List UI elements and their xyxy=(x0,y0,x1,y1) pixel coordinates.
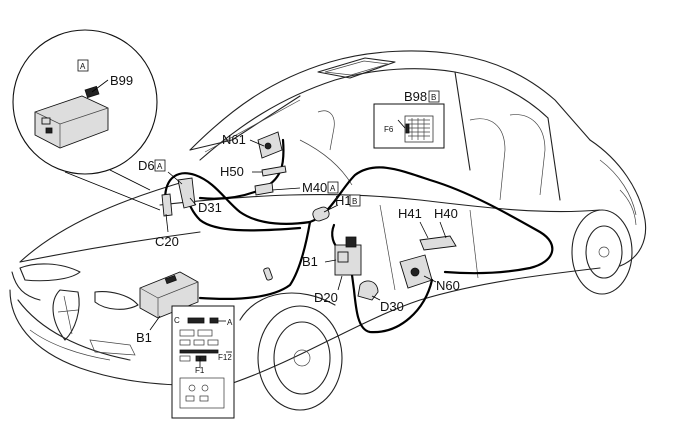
d31-label: D31 xyxy=(198,200,222,215)
h1-tag-box xyxy=(349,194,361,207)
h41-label: H41 xyxy=(398,206,422,221)
b98-tag-box xyxy=(428,90,440,103)
h40-label: H40 xyxy=(434,206,458,221)
b99-label: B99 xyxy=(110,73,133,88)
b98-fuse-box-inset xyxy=(373,103,445,149)
b99-detail-circle xyxy=(12,29,161,211)
h50-label: H50 xyxy=(220,164,244,179)
c20-component xyxy=(161,193,173,217)
n60-component xyxy=(399,254,433,289)
d31-connector xyxy=(177,177,196,209)
engine-fuse-box-inset xyxy=(171,305,235,419)
h50-component xyxy=(261,165,287,177)
m40-component xyxy=(254,182,274,196)
car-body xyxy=(9,50,647,411)
d30-connector xyxy=(357,280,379,301)
n60-label: N60 xyxy=(436,278,460,293)
c20-label: C20 xyxy=(155,234,179,249)
inset-f1-label: F1 xyxy=(195,366,205,375)
d6-tag-box xyxy=(154,159,166,172)
d30-label: D30 xyxy=(380,299,404,314)
d6-tag: A xyxy=(157,162,163,171)
m40-label: M40 xyxy=(302,180,327,195)
h1-component xyxy=(312,206,330,222)
h41-h40-component xyxy=(419,235,457,251)
b99-tag: A xyxy=(80,62,86,71)
h1-tag: B xyxy=(352,197,357,206)
f6-label: F6 xyxy=(384,125,394,134)
wiring-harness xyxy=(163,138,554,334)
m40-tag: A xyxy=(330,184,336,193)
d6-label: D6 xyxy=(138,158,155,173)
d20-label: D20 xyxy=(314,290,338,305)
n61-label: N61 xyxy=(222,132,246,147)
inset-c-label: C xyxy=(174,316,180,325)
b98-tag: B xyxy=(431,93,436,102)
part-labels: A B99 B98 B F6 N61 H50 M40 A D6 A D31 C2… xyxy=(77,59,460,375)
components xyxy=(139,131,457,319)
b98-label: B98 xyxy=(404,89,427,104)
inset-a-label: A xyxy=(227,318,233,327)
n61-component xyxy=(257,131,283,159)
inset-f12-label: F12 xyxy=(218,353,232,362)
inline-connector xyxy=(263,267,273,281)
leader-lines xyxy=(91,79,447,331)
h1-label: H1 xyxy=(335,193,352,208)
m40-tag-box xyxy=(327,181,339,194)
b1-left-label: B1 xyxy=(136,330,152,345)
b1-center-component xyxy=(334,236,362,276)
b1-center-label: B1 xyxy=(302,254,318,269)
b99-tag-box xyxy=(77,59,89,72)
